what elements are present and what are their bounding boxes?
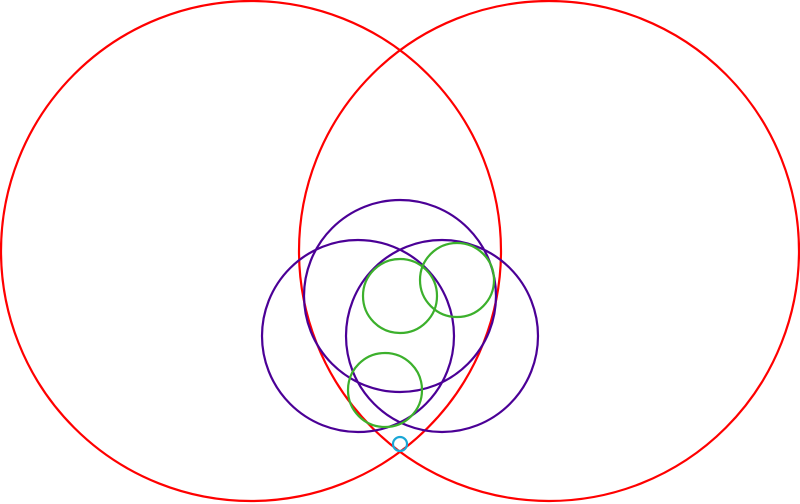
middle-circle-left	[260, 238, 456, 434]
inner-circle-upper-right	[418, 241, 496, 319]
middle-circle-right	[344, 238, 540, 434]
outer-circle-right	[297, 0, 800, 503]
outer-circle-left	[0, 0, 503, 503]
middle-circle-top	[302, 198, 498, 394]
inner-circle-center	[361, 257, 439, 335]
smallest-circle	[391, 435, 409, 453]
inner-circle-lower	[346, 351, 424, 429]
